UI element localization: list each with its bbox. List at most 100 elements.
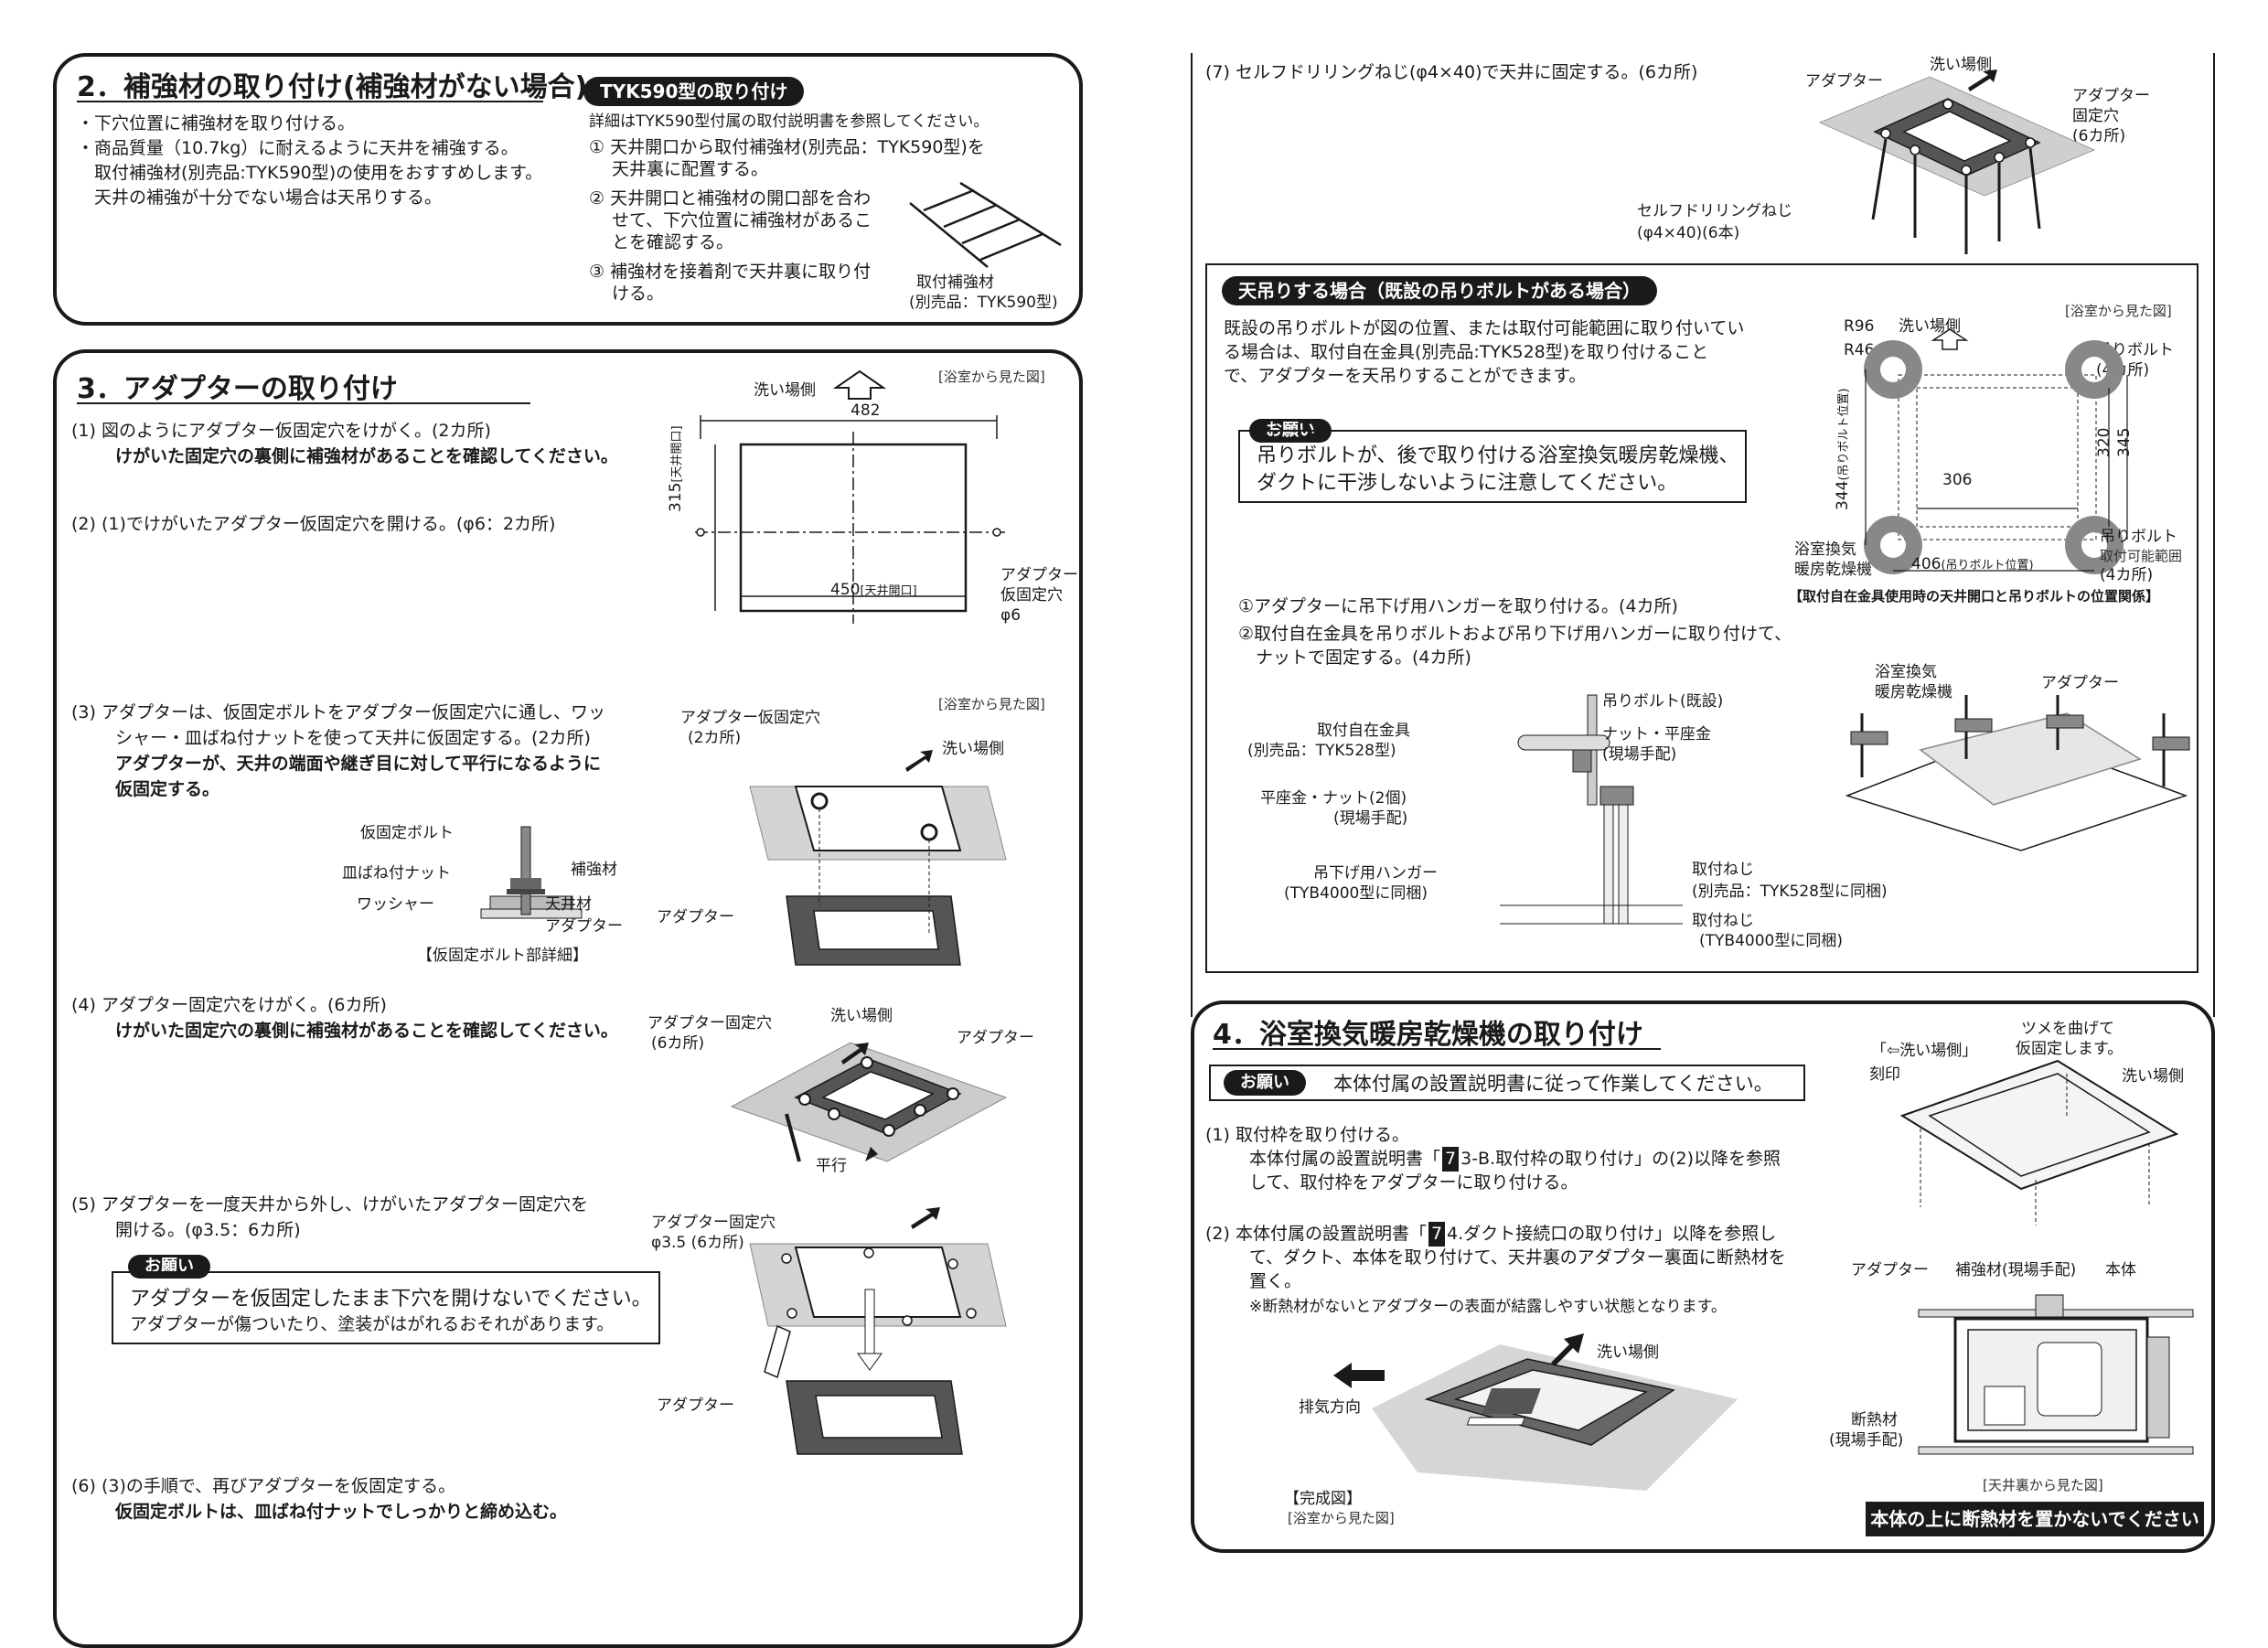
section-3-underline: [77, 402, 530, 404]
adapter-temp-hole-2: 仮固定穴: [1000, 586, 1063, 605]
sec3-step4a: (4) アダプター固定穴をけがく。(6カ所): [71, 995, 387, 1015]
fig4-holes: アダプター固定穴: [647, 1014, 772, 1033]
reinforcement-sublabel: (別売品：TYK590型): [909, 294, 1058, 312]
fit-bolt: 吊りボルト(既設): [1602, 692, 1724, 711]
hang-range-2: 取付可能範囲: [2100, 548, 2183, 564]
adapter-fix-hole-figure: [730, 1042, 1008, 1162]
adapter-temp-mount-figure: [749, 750, 1007, 966]
fig3-holes: アダプター仮固定穴: [680, 709, 820, 727]
tyk-step-3a: ③ 補強材を接着剤で天井裏に取り付: [589, 262, 872, 282]
sec7-wash-side: 洗い場側: [1930, 56, 1992, 74]
sec4-mark-1: 「⇦洗い場側」: [1871, 1042, 1978, 1060]
sec4-step1b-pre: 本体付属の設置説明書「: [1249, 1149, 1441, 1169]
fig4-wash-side: 洗い場側: [830, 1007, 893, 1025]
sec3-step2: (2) (1)でけがいたアダプター仮固定穴を開ける。(φ6：2カ所): [71, 514, 556, 534]
sec4-exhaust: 排気方向: [1299, 1398, 1361, 1417]
dim-450-value: 450: [830, 581, 861, 599]
sec4-step2c: 置く。: [1249, 1271, 1302, 1291]
fit-hanger-2: (TYB4000型に同梱): [1284, 884, 1428, 903]
sec4-insul-1: 断熱材: [1851, 1411, 1898, 1429]
sec4-wash-side-2: 洗い場側: [2122, 1067, 2184, 1086]
step5-note-box: アダプターを仮固定したまま下穴を開けないでください。 アダプターが傷ついたり、塗…: [112, 1271, 660, 1344]
section-4-title: 4．浴室換気暖房乾燥機の取り付け: [1213, 1019, 1643, 1051]
sec3-step6b: 仮固定ボルトは、皿ばね付ナットでしっかりと締め込む。: [115, 1502, 568, 1522]
label-temp-bolt: 仮固定ボルト: [360, 824, 454, 842]
fig3-wash-side: 洗い場側: [942, 740, 1004, 758]
hang-d344-sub: (吊りボルト位置): [1837, 388, 1851, 481]
fig4-adapter: アダプター: [957, 1029, 1034, 1047]
section-2-underline: [77, 101, 543, 102]
sec3-step1: (1) 図のようにアダプター仮固定穴をけがく。(2カ所): [71, 421, 491, 441]
tyk590-pill: TYK590型の取り付け: [583, 77, 805, 106]
fig5-holes-2: φ3.5 (6カ所): [651, 1234, 744, 1252]
dim-315-value: 315: [667, 482, 685, 512]
fig4-parallel: 平行: [816, 1157, 847, 1175]
sec7-fix-hole-3: (6カ所): [2072, 127, 2126, 145]
tyk-step-2a: ② 天井開口と補強材の開口部を合わ: [589, 188, 872, 209]
sec3-step4b: けがいた固定穴の裏側に補強材があることを確認してください。: [115, 1021, 618, 1041]
sec2-line-3: 取付補強材(別売品:TYK590型)の使用をおすすめします。: [77, 163, 543, 183]
sec7-fix-hole-2: 固定穴: [2072, 107, 2119, 125]
hang-r-unit-1: 浴室換気: [1875, 663, 1937, 681]
hang-d406-sub: (吊りボルト位置): [1941, 559, 2034, 573]
hang-d344-value: 344: [1834, 480, 1852, 510]
hang-para-3: で、アダプターを天吊りすることができます。: [1224, 366, 1587, 386]
reinforcement-frame-figure: [909, 181, 1062, 268]
hang-r96: R96: [1844, 317, 1875, 336]
sec4-mark-2: 刻印: [1869, 1065, 1900, 1084]
fig3-adapter: アダプター: [657, 908, 734, 926]
fig1-view-label: [浴室から見た図]: [938, 369, 1045, 385]
section-4-underline: [1213, 1048, 1661, 1050]
ceiling-back-figure: [1918, 1294, 2194, 1455]
fit-washer-2: (現場手配): [1333, 809, 1408, 828]
tyk-step-1a: ① 天井開口から取付補強材(別売品：TYK590型)を: [589, 137, 985, 157]
sec2-line-4: 天井の補強が十分でない場合は天吊りする。: [77, 187, 443, 208]
hang-r-unit-2: 暖房乾燥機: [1875, 683, 1952, 701]
sec4-onegai-text: 本体付属の設置説明書に従って作業してください。: [1333, 1073, 1773, 1095]
sec4-step1b-num: 7: [1442, 1147, 1460, 1172]
tyk-step-3b: ける。: [589, 284, 665, 304]
fig4-holes-2: (6カ所): [651, 1034, 705, 1053]
section-2-panel: [53, 53, 1083, 326]
hanging-box: [1205, 263, 2198, 973]
step5-note-2: アダプターが傷ついたり、塗装がはがれるおそれがあります。: [130, 1314, 615, 1334]
fig5-adapter: アダプター: [657, 1397, 734, 1415]
right-page-left-border: [1191, 53, 1193, 1017]
self-drill-screw-figure: [1818, 70, 2096, 254]
hang-unit-1: 浴室換気: [1794, 540, 1856, 559]
hanging-unit-figure: [1845, 695, 2190, 851]
label-reinforce: 補強材: [571, 861, 617, 879]
adapter-temp-hole-3: φ6: [1000, 606, 1022, 625]
sec4-view-2: [天井裏から見た図]: [1983, 1477, 2103, 1493]
hang-para-1: 既設の吊りボルトが図の位置、または取付可能範囲に取り付いてい: [1224, 318, 1745, 338]
fit-fitting-2: (別売品：TYK528型): [1247, 742, 1396, 760]
fig3-holes-2: (2カ所): [688, 729, 742, 747]
tyk-step-1b: 天井裏に配置する。: [589, 159, 769, 179]
hang-r46: R46: [1844, 341, 1875, 359]
sec4-step2-pre: (2) 本体付属の設置説明書「: [1205, 1224, 1427, 1244]
fit-hanger-1: 吊下げ用ハンガー: [1313, 864, 1438, 883]
tyk590-intro: 詳細はTYK590型付属の取付説明書を参照してください。: [589, 112, 990, 131]
label-nut: 皿ばね付ナット: [342, 864, 451, 883]
section-4-panel: [1191, 1001, 2215, 1553]
hang-note-box: 吊りボルトが、後で取り付ける浴室換気暖房乾燥機、 ダクトに干渉しないように注意し…: [1238, 430, 1747, 503]
fig3-view-label: [浴室から見た図]: [938, 696, 1045, 712]
reinforcement-label: 取付補強材: [916, 273, 994, 292]
sec7-fix-hole-1: アダプター: [2072, 87, 2150, 105]
hang-range-3: (4カ所): [2100, 566, 2154, 584]
section-2-title: 2．補強材の取り付け(補強材がない場合): [77, 71, 588, 103]
hang-d320: 320: [2095, 427, 2113, 457]
fig5-holes: アダプター固定穴: [651, 1214, 776, 1232]
fit-nut-2: (現場手配): [1602, 745, 1677, 764]
sec4-adapter: アダプター: [1851, 1261, 1929, 1279]
sec4-claw-1: ツメを曲げて: [2021, 1020, 2114, 1038]
sec4-complete-2: [浴室から見た図]: [1288, 1510, 1395, 1526]
bolt-detail-caption: 【仮固定ボルト部詳細】: [417, 947, 588, 965]
hanging-pill: 天吊りする場合（既設の吊りボルトがある場合）: [1222, 276, 1657, 305]
hang-range-1: 吊りボルト: [2100, 528, 2177, 546]
sec3-step3a: (3) アダプターは、仮固定ボルトをアダプター仮固定穴に通し、ワッ: [71, 702, 605, 722]
opening-diagram: [695, 415, 1006, 624]
mount-frame-figure: [1899, 1059, 2179, 1225]
